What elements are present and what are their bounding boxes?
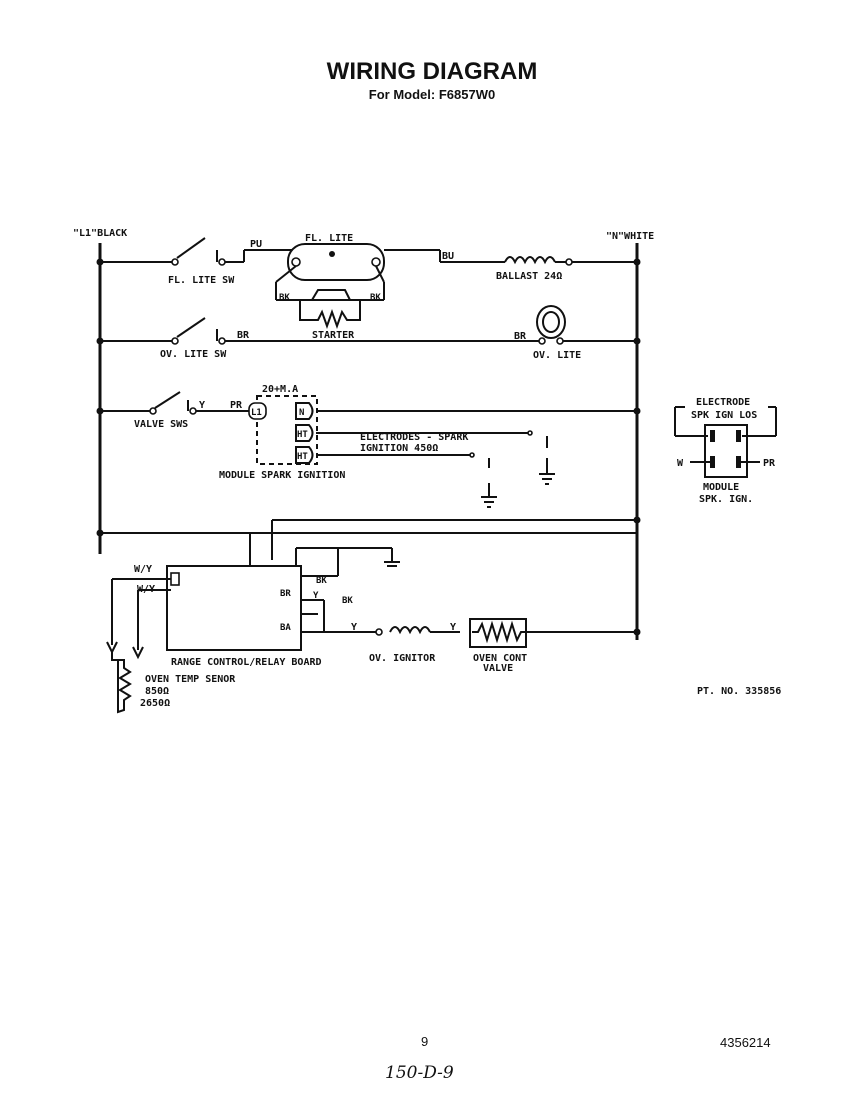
spark-module-box: [256, 395, 318, 465]
valve-sws-label: VALVE SWS: [134, 419, 188, 430]
bk-pin2-label: BK: [342, 596, 353, 606]
inset-spk-ign-label: SPK. IGN.: [699, 494, 753, 505]
document-number: 4356214: [720, 1035, 771, 1050]
inset-w-label: W: [677, 458, 684, 469]
neutral-bus-label: "N"WHITE: [606, 231, 654, 242]
wire-pr-label: PR: [230, 400, 243, 411]
ov-lite-sw-label: OV. LITE SW: [160, 349, 227, 360]
wire-wy1-label: W/Y: [134, 564, 152, 575]
rung-fl-lite: [96, 237, 641, 329]
wire-bk-left-label: BK: [279, 293, 290, 303]
ov-lite-label: OV. LITE: [533, 350, 581, 361]
fl-lite-tube: [287, 243, 385, 281]
wire-y-valve-label: Y: [450, 622, 456, 633]
ov-ignitor-coil: [389, 626, 431, 635]
ov-ignitor-label: OV. IGNITOR: [369, 653, 436, 664]
module-spark-label: MODULE SPARK IGNITION: [219, 470, 345, 481]
rung-ov-lite: [96, 305, 641, 345]
fl-lite-label: FL. LITE: [305, 233, 353, 244]
r850-label: 850Ω: [145, 686, 169, 697]
ma-label: 20+M.A: [262, 384, 298, 395]
ba-pin-label: BA: [280, 623, 291, 633]
rung-spark-module: [96, 391, 641, 508]
handwritten-note: 150-D-9: [385, 1063, 454, 1083]
electrode-module-inset: ELECTRODE SPK IGN LOS W PR MODULE SPK. I…: [674, 397, 777, 505]
relay-board-label: RANGE CONTROL/RELAY BOARD: [171, 657, 322, 668]
n-terminal-label: N: [299, 408, 304, 418]
ht2-terminal-label: HT: [297, 452, 308, 462]
part-number: PT. NO. 335856: [697, 686, 781, 697]
wire-y-label: Y: [199, 400, 205, 411]
relay-board-box: [166, 565, 302, 651]
ballast-label: BALLAST 24Ω: [496, 271, 562, 282]
y-pin-label: Y: [313, 591, 319, 601]
ballast-coil: [504, 256, 556, 265]
br-pin-label: BR: [280, 589, 291, 599]
wire-wy2-label: W/Y: [137, 584, 155, 595]
electrodes-label-1: ELECTRODES - SPARK: [360, 432, 468, 443]
model-subtitle: For Model: F6857W0: [369, 87, 495, 102]
oven-cont-label-1: OVEN CONT: [473, 653, 527, 664]
oven-cont-label-2: VALVE: [483, 663, 513, 674]
page-number: 9: [421, 1034, 428, 1049]
ht1-terminal-label: HT: [297, 430, 308, 440]
bk-pin1-label: BK: [316, 576, 327, 586]
inset-module-label: MODULE: [703, 482, 739, 493]
l1-terminal-label: L1: [251, 408, 262, 418]
fl-lite-sw-label: FL. LITE SW: [168, 275, 235, 286]
starter-label: STARTER: [312, 330, 355, 341]
page-title: WIRING DIAGRAM: [327, 58, 538, 85]
ov-lite-bulb: [536, 305, 566, 339]
inset-electrode-label: ELECTRODE: [696, 397, 750, 408]
wire-bk-right-label: BK: [370, 293, 381, 303]
inset-spk-ign-los-label: SPK IGN LOS: [691, 410, 757, 421]
electrodes-label-2: IGNITION 450Ω: [360, 443, 438, 454]
r2650-label: 2650Ω: [140, 698, 170, 709]
line-bus-label: "L1"BLACK: [73, 228, 127, 239]
wire-bu-label: BU: [442, 251, 454, 262]
temp-sensor-label: OVEN TEMP SENOR: [145, 674, 236, 685]
inset-pr-label: PR: [763, 458, 776, 469]
rung-relay-board: [96, 516, 641, 714]
wire-pu-label: PU: [250, 239, 262, 250]
wire-br-right-label: BR: [514, 331, 527, 342]
wire-br-left-label: BR: [237, 330, 250, 341]
wire-y-ignitor-label: Y: [351, 622, 357, 633]
